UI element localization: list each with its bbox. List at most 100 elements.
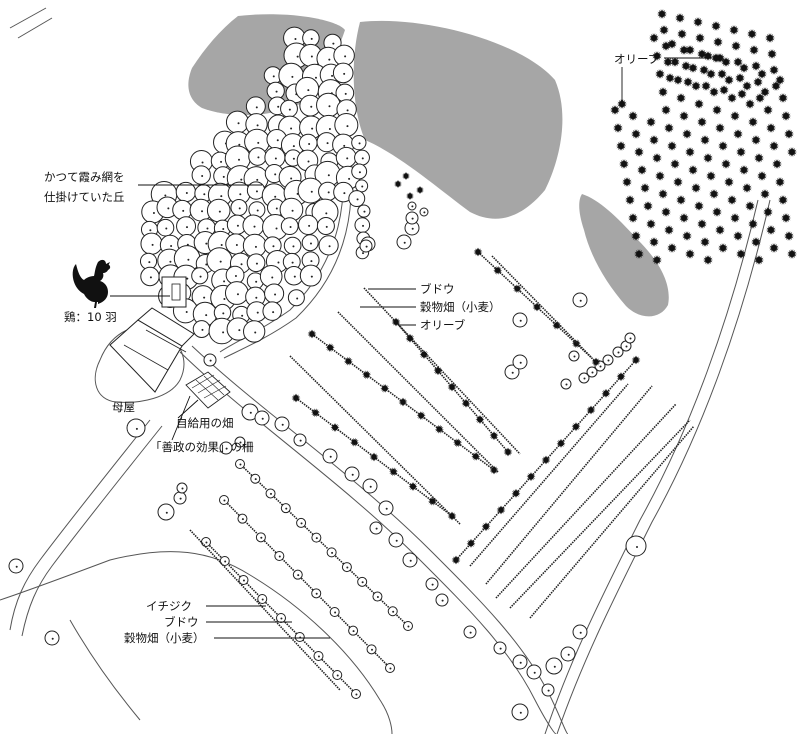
broadleaf-tree-icon — [385, 663, 395, 673]
broadleaf-tree-icon — [369, 521, 383, 535]
olive-tree-icon — [715, 123, 725, 133]
olive-tree-icon — [601, 388, 611, 398]
road-main-a — [179, 351, 557, 734]
broadleaf-tree-icon — [219, 495, 229, 505]
olive-tree-icon — [748, 117, 758, 127]
olive-tree-icon — [771, 81, 781, 91]
broadleaf-tree-icon — [326, 547, 337, 558]
olive-tree-icon — [634, 147, 644, 157]
olive-tree-icon — [712, 105, 722, 115]
crop-rows — [189, 247, 695, 699]
broadleaf-tree-icon — [298, 133, 318, 153]
olive-tree-icon — [667, 243, 677, 253]
broadleaf-tree-icon — [264, 283, 285, 304]
broadleaf-tree-icon — [238, 575, 249, 585]
olive-tree-icon — [433, 366, 443, 376]
olive-tree-icon — [622, 177, 632, 187]
olive-tree-icon — [767, 49, 777, 59]
broadleaf-tree-icon — [259, 265, 283, 288]
olive-tree-icon — [451, 555, 461, 565]
olive-tree-icon — [769, 243, 779, 253]
broadleaf-tree-icon — [351, 689, 361, 699]
broadleaf-tree-icon — [572, 292, 588, 308]
road-top-left — [9, 7, 47, 29]
olive-tree-icon — [556, 438, 566, 448]
broadleaf-tree-icon — [301, 234, 319, 252]
olive-tree-icon — [683, 77, 693, 87]
broadleaf-tree-icon — [602, 354, 614, 366]
olive-tree-icon — [398, 397, 408, 407]
road-left-a — [9, 419, 151, 631]
olive-tree-icon — [700, 135, 710, 145]
broadleaf-tree-icon — [334, 112, 359, 137]
broadleaf-tree-icon — [219, 556, 230, 566]
vine-row-icon — [235, 459, 413, 631]
olive-tree-icon — [724, 177, 734, 187]
vine-row-icon — [529, 425, 695, 619]
olive-tree-icon — [434, 424, 444, 434]
vine-row-icon — [363, 287, 521, 455]
olive-tree-icon — [730, 111, 740, 121]
broadleaf-tree-icon — [299, 264, 322, 287]
olive-tree-icon — [757, 69, 767, 79]
olive-tree-icon — [778, 93, 788, 103]
olive-tree-icon — [343, 356, 353, 366]
olive-tree-icon — [713, 37, 723, 47]
olive-tree-icon — [763, 207, 773, 217]
olive-tree-icon — [661, 105, 671, 115]
olive-tree-icon — [631, 355, 641, 365]
olive-tree-icon — [727, 195, 737, 205]
olive-tree-icon — [619, 159, 629, 169]
label-wheat-low: 穀物畑（小麦） — [124, 631, 205, 645]
olive-tree-icon — [715, 225, 725, 235]
olive-tree-icon — [706, 69, 716, 79]
olive-tree-icon — [736, 249, 746, 259]
main-house-wing — [137, 307, 195, 347]
olive-tree-icon — [473, 247, 483, 257]
vine-row-icon — [469, 383, 629, 567]
olive-tree-icon — [769, 65, 779, 75]
broadleaf-tree-icon — [298, 214, 319, 236]
broadleaf-tree-icon — [362, 478, 378, 494]
olive-tree-icon — [664, 225, 674, 235]
olive-tree-icon — [634, 249, 644, 259]
broadleaf-tree-icon — [257, 594, 268, 604]
label-olive-top: オリーブ — [614, 52, 660, 66]
broadleaf-tree-icon — [172, 199, 193, 220]
broadleaf-tree-icon — [526, 664, 542, 680]
rooster-icon — [72, 259, 111, 308]
pond-right — [579, 194, 669, 317]
broadleaf-tree-icon — [357, 204, 371, 218]
olive-tree-icon — [362, 370, 372, 380]
broadleaf-tree-icon — [191, 267, 209, 285]
olive-tree-icon — [512, 284, 522, 294]
olive-tree-icon — [652, 51, 662, 61]
broadleaf-tree-icon — [156, 218, 175, 237]
olive-tree-icon — [670, 57, 680, 67]
vine-row-icon — [485, 385, 653, 585]
olive-tree-icon — [416, 186, 424, 194]
olive-tree-icon — [503, 447, 513, 457]
hill-forest — [139, 26, 371, 345]
broadleaf-tree-icon — [405, 211, 419, 225]
label-olive-mid: オリーブ — [420, 318, 466, 332]
olive-tree-icon — [526, 472, 536, 482]
broadleaf-tree-icon — [8, 558, 24, 574]
olive-tree-icon — [307, 329, 317, 339]
olive-tree-icon — [737, 89, 747, 99]
broadleaf-tree-icon — [280, 99, 298, 118]
main-house-ridge-2 — [145, 329, 187, 353]
vine-row-icon — [291, 393, 457, 521]
broadleaf-tree-icon — [372, 591, 383, 602]
olive-tree-icon — [677, 29, 687, 39]
olive-tree-icon — [428, 496, 437, 506]
olive-tree-icon — [766, 225, 776, 235]
olive-tree-icon — [667, 141, 677, 151]
olive-tree-icon — [649, 237, 659, 247]
broadleaf-tree-icon — [224, 281, 249, 305]
broadleaf-tree-icon — [302, 29, 320, 47]
label-grape-mid: ブドウ — [420, 282, 455, 296]
broadleaf-tree-icon — [435, 593, 449, 607]
olive-tree-icon — [742, 183, 752, 193]
broadleaf-tree-icon — [568, 350, 580, 362]
